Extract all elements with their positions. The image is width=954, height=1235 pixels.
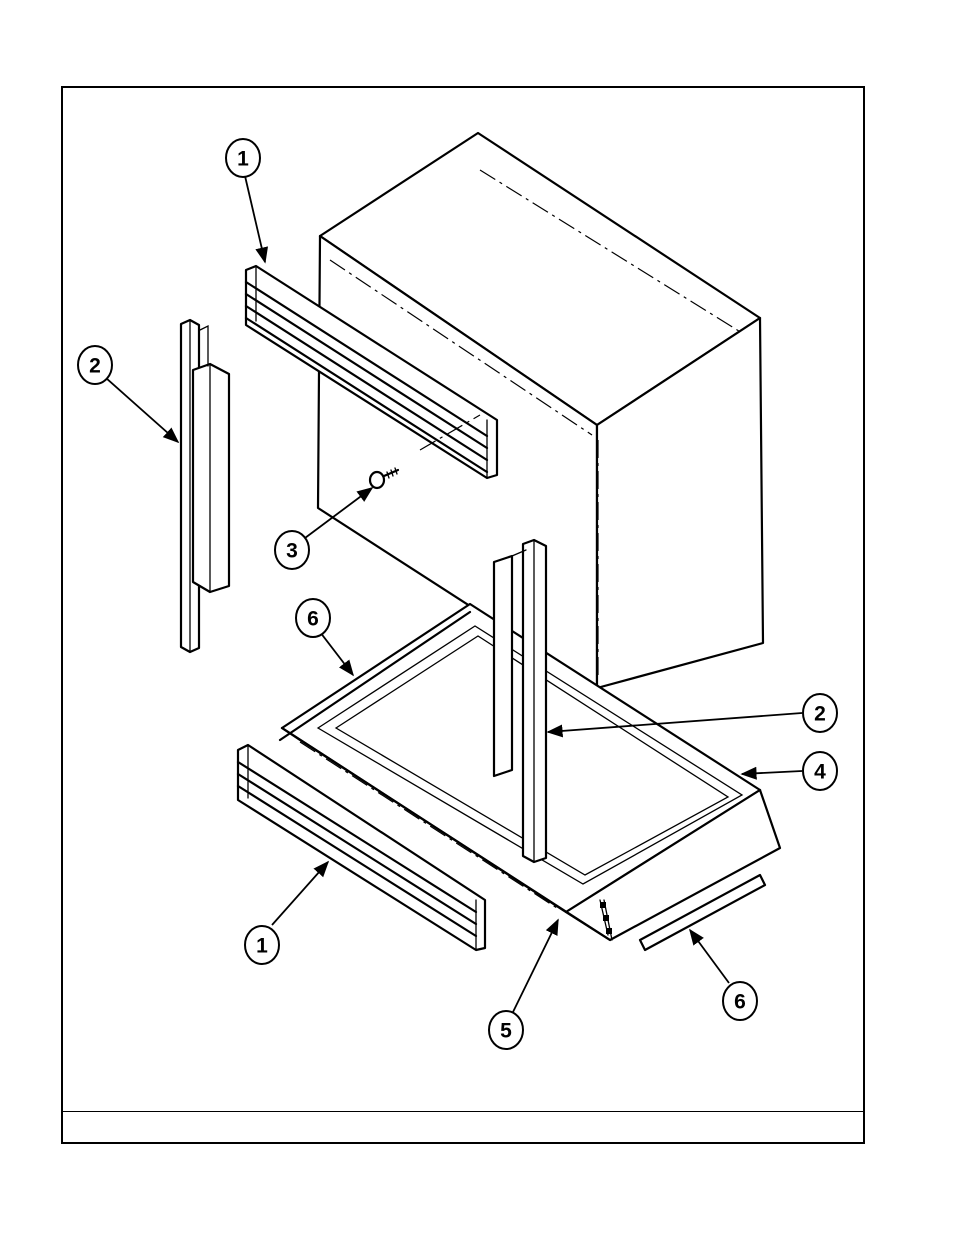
callout-5: 5 <box>489 1011 523 1049</box>
callout-label: 2 <box>814 703 826 726</box>
callout-1-lower: 1 <box>245 926 279 964</box>
callout-label: 1 <box>256 935 268 958</box>
callout-label: 1 <box>237 148 249 171</box>
callout-4: 4 <box>803 752 837 790</box>
channel-left <box>181 320 229 652</box>
callout-label: 5 <box>500 1020 512 1043</box>
callout-2-left: 2 <box>78 346 112 384</box>
callout-label: 4 <box>814 761 826 784</box>
callout-label: 6 <box>307 608 319 631</box>
callout-6-lower: 6 <box>723 982 757 1020</box>
callout-1-upper: 1 <box>226 139 260 177</box>
callout-label: 3 <box>286 540 298 563</box>
callout-label: 2 <box>89 355 101 378</box>
callout-3: 3 <box>275 531 309 569</box>
callout-6-upper: 6 <box>296 599 330 637</box>
callout-label: 6 <box>734 991 746 1014</box>
callout-2-right: 2 <box>803 694 837 732</box>
